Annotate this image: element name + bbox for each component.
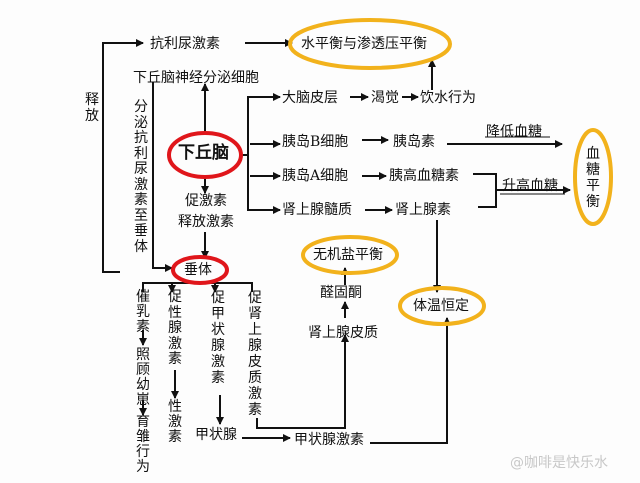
water-balance-ring bbox=[288, 18, 452, 70]
cortex-label: 大脑皮层 bbox=[282, 90, 338, 106]
sugar-balance-ring bbox=[573, 128, 613, 226]
thirst-label: 渴觉 bbox=[371, 90, 399, 106]
alpha-cell-label: 胰岛A细胞 bbox=[282, 168, 349, 184]
adrenaline-label: 肾上腺素 bbox=[395, 202, 451, 218]
aldosterone-label: 醛固酮 bbox=[320, 285, 362, 301]
temp-stable-ring bbox=[398, 286, 486, 326]
tsh-label: 促甲状腺激素 bbox=[211, 290, 225, 386]
adh-label: 抗利尿激素 bbox=[150, 36, 220, 52]
adrenal-medulla-label: 肾上腺髓质 bbox=[282, 202, 352, 218]
adrenal-cortex-label: 肾上腺皮质 bbox=[308, 325, 378, 341]
insulin-label: 胰岛素 bbox=[393, 134, 435, 150]
watermark: @咖啡是快乐水 bbox=[510, 455, 608, 471]
neurosecretory-label: 下丘脑神经分泌细胞 bbox=[133, 70, 259, 86]
temp-stable-label: 体温恒定 bbox=[413, 298, 469, 314]
care-young-label: 照顾幼崽 bbox=[136, 347, 150, 408]
drinking-label: 饮水行为 bbox=[420, 90, 476, 106]
hypo-bracket bbox=[240, 96, 276, 211]
trh-label-line2: 释放激素 bbox=[178, 214, 234, 230]
sugar-balance-label: 血糖平衡 bbox=[586, 146, 600, 210]
water-balance-label: 水平衡与渗透压平衡 bbox=[301, 36, 427, 52]
prolactin-label: 催乳素 bbox=[136, 289, 150, 335]
brooding-label: 育雏行为 bbox=[136, 414, 150, 475]
acth-label: 促肾上腺皮质激素 bbox=[248, 290, 262, 418]
release-label: 释放 bbox=[85, 92, 99, 124]
raise-sugar-label: 升高血糖 bbox=[502, 178, 558, 194]
gth-label: 促性腺激素 bbox=[168, 289, 182, 367]
beta-cell-label: 胰岛B细胞 bbox=[282, 134, 349, 150]
thyroid-label: 甲状腺 bbox=[195, 427, 237, 443]
hypothalamus-label: 下丘脑 bbox=[178, 143, 229, 163]
thyroid-hormone-label: 甲状腺激素 bbox=[294, 432, 364, 448]
secrete-adh-label: 分泌抗利尿激素至垂体 bbox=[134, 99, 148, 255]
acth-line bbox=[256, 334, 349, 429]
thyroid-hormone-line bbox=[370, 317, 451, 444]
pituitary-label: 垂体 bbox=[184, 262, 212, 278]
glucagon-label: 胰高血糖素 bbox=[389, 168, 459, 184]
pituitary-ring bbox=[171, 255, 229, 285]
lower-sugar-label: 降低血糖 bbox=[486, 124, 542, 140]
release-line bbox=[102, 39, 144, 273]
salt-balance-label: 无机盐平衡 bbox=[313, 247, 383, 263]
secrete-line bbox=[152, 82, 173, 272]
salt-balance-ring bbox=[301, 235, 399, 275]
trh-label-line1: 促激素 bbox=[185, 193, 227, 209]
hypothalamus-ring bbox=[167, 131, 243, 179]
sex-hormone-label: 性激素 bbox=[168, 399, 182, 445]
raise-sugar-bracket bbox=[473, 173, 497, 208]
